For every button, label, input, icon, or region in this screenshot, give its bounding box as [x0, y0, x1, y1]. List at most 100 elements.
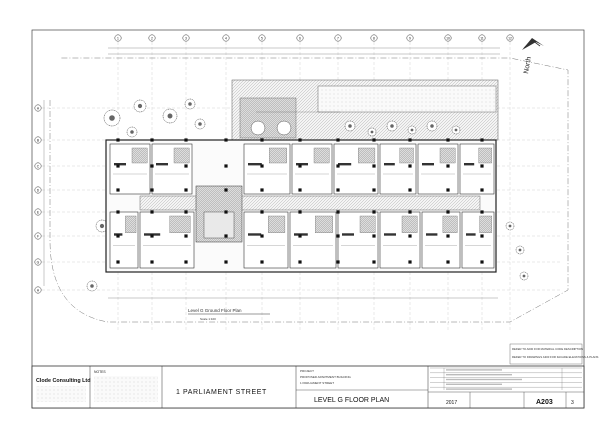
column	[150, 188, 154, 192]
column	[298, 260, 302, 264]
column	[116, 210, 120, 214]
site-boundary	[49, 57, 569, 323]
grid-column-label: 5	[261, 36, 263, 40]
column	[408, 210, 412, 214]
column	[150, 210, 154, 214]
grid-column-label: 3	[185, 36, 187, 40]
tree-symbol	[451, 125, 461, 135]
revision-table	[430, 367, 582, 390]
apartment-unit	[289, 211, 337, 269]
reference-note-2: REFER TO DRAWINGS A300 FOR FACADE ELEVAT…	[512, 355, 599, 359]
grid-row-label: A	[37, 106, 40, 110]
column	[224, 234, 228, 238]
grid-column-label: 1	[117, 36, 119, 40]
column	[446, 164, 450, 168]
grid-column-label: 4	[225, 36, 227, 40]
column	[408, 188, 412, 192]
column	[224, 260, 228, 264]
column	[446, 260, 450, 264]
grid-column-marker: 11	[478, 34, 486, 42]
grid-column-marker: 12	[506, 34, 514, 42]
column	[116, 260, 120, 264]
column	[184, 234, 188, 238]
column	[116, 234, 120, 238]
grid-row-label: H	[37, 288, 40, 292]
drawing-title: Level G Ground Floor Plan	[188, 308, 242, 313]
tree-symbol	[126, 126, 138, 138]
street-title: 1 PARLIAMENT STREET	[176, 389, 267, 396]
column	[372, 164, 376, 168]
column	[446, 138, 450, 142]
grid-column-marker: 10	[444, 34, 452, 42]
column	[150, 234, 154, 238]
column	[336, 188, 340, 192]
apartment-unit	[139, 211, 195, 269]
apartment-unit	[379, 211, 421, 269]
tree-symbol	[194, 118, 206, 130]
tree-symbol	[426, 120, 438, 132]
column	[480, 188, 484, 192]
column	[184, 260, 188, 264]
project-line-1: PROPOSED APARTMENT BUILDING	[300, 375, 352, 379]
column	[150, 138, 154, 142]
grid-column-label: 9	[409, 36, 411, 40]
column	[184, 210, 188, 214]
column	[298, 234, 302, 238]
tree-symbol	[162, 108, 178, 124]
column	[260, 210, 264, 214]
tree-symbol	[133, 99, 147, 113]
column	[260, 164, 264, 168]
apartment-unit	[421, 211, 461, 269]
grid-column-label: 11	[480, 36, 484, 40]
company-block: Clode Consulting Ltd	[36, 378, 91, 402]
grid-column-marker: 5	[258, 34, 266, 42]
column	[372, 260, 376, 264]
grid-column-label: 12	[508, 36, 512, 40]
dimension-lines	[43, 47, 500, 299]
column	[184, 138, 188, 142]
column	[184, 164, 188, 168]
sheet-title: LEVEL G FLOOR PLAN	[314, 397, 389, 404]
column	[298, 188, 302, 192]
apartment-unit	[379, 143, 417, 195]
company-name: Clode Consulting Ltd	[36, 378, 91, 384]
grid-column-label: 7	[337, 36, 339, 40]
notes-block: NOTES	[94, 370, 158, 402]
column	[480, 164, 484, 168]
column	[260, 234, 264, 238]
apartment-unit	[109, 211, 139, 269]
column	[224, 188, 228, 192]
grid-column-label: 2	[151, 36, 153, 40]
tree-symbol	[95, 219, 109, 233]
drawing-number: A203	[536, 399, 553, 406]
column	[480, 210, 484, 214]
apartment-unit	[333, 143, 379, 195]
apartment-unit	[109, 143, 151, 195]
column	[480, 260, 484, 264]
grid-column-marker: 8	[370, 34, 378, 42]
grid-row-marker: D	[34, 186, 42, 194]
column	[446, 188, 450, 192]
column	[372, 188, 376, 192]
column	[336, 234, 340, 238]
tree-symbol	[505, 221, 515, 231]
apartment-unit	[243, 143, 291, 195]
apartment-unit	[417, 143, 459, 195]
tree-symbol	[519, 271, 529, 281]
landscaping-trees	[86, 98, 529, 292]
grid-column-marker: 4	[222, 34, 230, 42]
column	[336, 210, 340, 214]
grid-row-marker: B	[34, 136, 42, 144]
column	[260, 188, 264, 192]
column	[336, 138, 340, 142]
column	[408, 234, 412, 238]
grid-column-label: 6	[299, 36, 301, 40]
revision-number: 3	[571, 400, 574, 406]
tree-symbol	[407, 125, 417, 135]
column	[446, 234, 450, 238]
column	[260, 138, 264, 142]
column	[116, 138, 120, 142]
grid-row-label: B	[37, 138, 40, 142]
grid-column-marker: 6	[296, 34, 304, 42]
